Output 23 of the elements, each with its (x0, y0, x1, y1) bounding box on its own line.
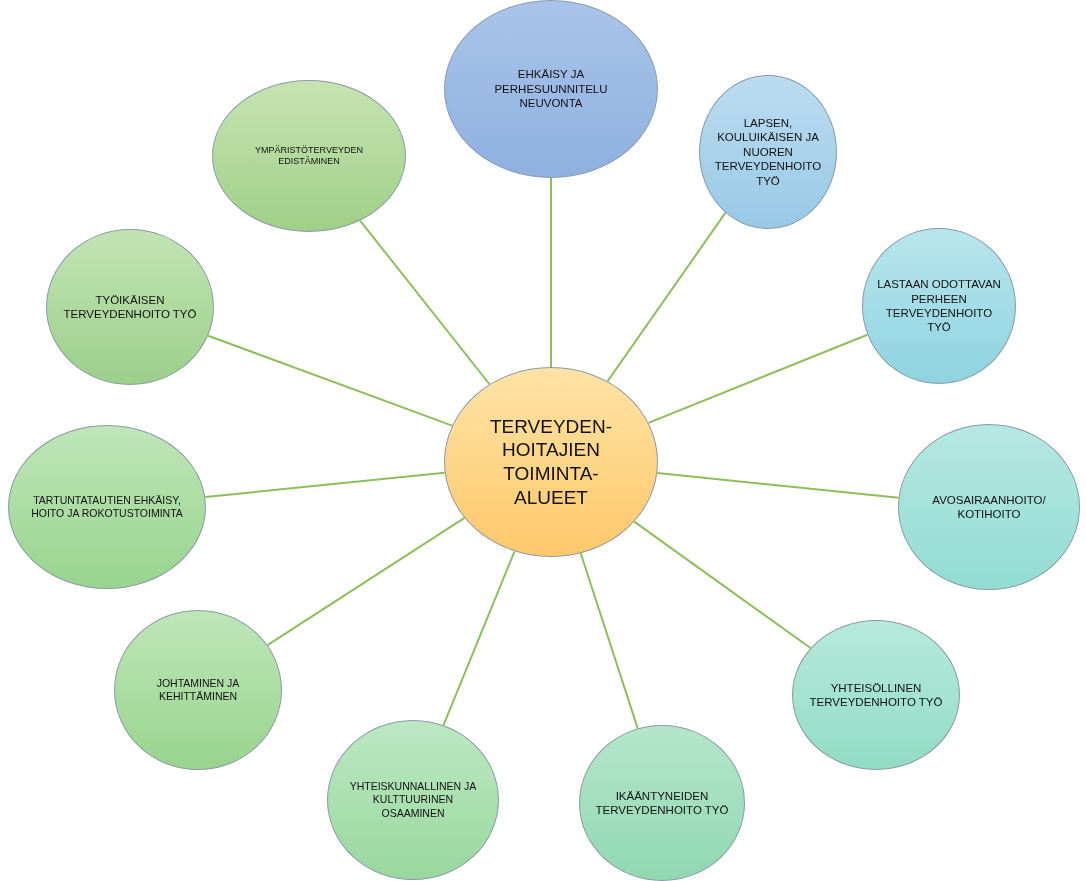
connector-line (266, 516, 466, 647)
connector-line (207, 334, 454, 427)
node-label: YHTEISÖLLINEN TERVEYDENHOITO TYÖ (808, 680, 944, 710)
node-label: JOHTAMINEN JA KEHITTÄMINEN (155, 676, 241, 704)
node-label: YHTEISKUNNALLINEN JA KULTTUURINEN OSAAMINEN (348, 780, 478, 820)
connector-line (647, 333, 869, 424)
connector-line (442, 550, 516, 727)
node-label: AVOSAIRAANHOITO/ KOTIHOITO (931, 492, 1047, 522)
node-label: TYÖIKÄISEN TERVEYDENHOITO TYÖ (62, 292, 198, 322)
node-label: LAPSEN, KOULUIKÄISEN JA NUOREN TERVEYDENHOITO TYÖ (713, 116, 823, 188)
connector-line (579, 552, 639, 730)
connector-line (606, 211, 727, 383)
connector-line (359, 219, 491, 386)
connector-line (204, 471, 446, 499)
node-label: IKÄÄNTYNEIDEN TERVEYDENHOITO TYÖ (594, 788, 730, 818)
connector-line (656, 471, 900, 499)
node-label: YMPÄRISTÖTERVEYDEN EDISTÄMINEN (254, 144, 364, 168)
connector-line (550, 177, 552, 368)
node-label: EHKÄISY JA PERHESUUNNITELU NEUVONTA (493, 67, 609, 111)
connector-line (633, 520, 812, 650)
node-label: TERVEYDEN- HOITAJIEN TOIMINTA- ALUEET (488, 414, 614, 510)
node-label: TARTUNTATAUTIEN EHKÄISY, HOITO JA ROKOTUSTOIMINTA (30, 493, 184, 521)
node-label: LASTAAN ODOTTAVAN PERHEEN TERVEYDENHOITO TYÖ (876, 277, 1002, 335)
